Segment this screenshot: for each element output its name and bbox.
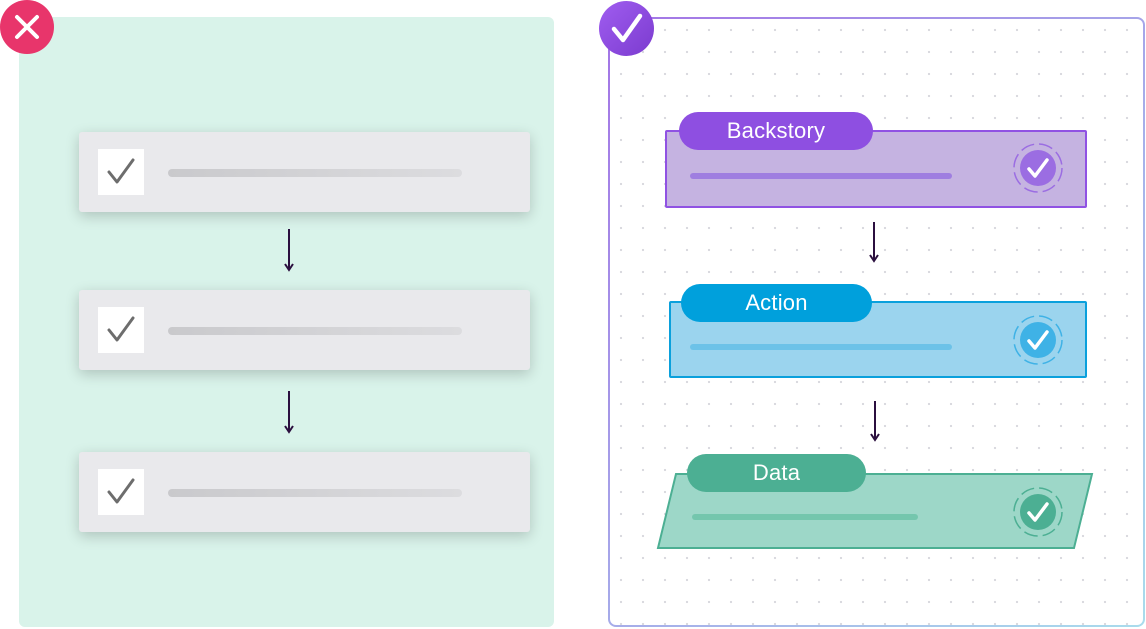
placeholder-text-line bbox=[168, 169, 462, 177]
arrow-down-icon bbox=[869, 222, 879, 263]
placeholder-text-line bbox=[692, 514, 918, 520]
placeholder-text-line bbox=[168, 327, 462, 335]
placeholder-text-line bbox=[168, 489, 462, 497]
action-label: Action bbox=[681, 284, 872, 322]
correct-badge bbox=[599, 1, 654, 56]
backstory-label: Backstory bbox=[679, 112, 873, 150]
data-step-box bbox=[656, 473, 1094, 549]
checkbox bbox=[98, 307, 144, 353]
check-circle-icon bbox=[1013, 143, 1063, 193]
checkmark-icon bbox=[107, 316, 135, 342]
incorrect-badge bbox=[0, 0, 54, 54]
check-circle-icon bbox=[1013, 487, 1063, 537]
placeholder-text-line bbox=[690, 173, 952, 179]
checkmark-icon bbox=[107, 158, 135, 184]
bad-example-panel bbox=[19, 17, 554, 627]
data-label: Data bbox=[687, 454, 866, 492]
arrow-down-icon bbox=[870, 401, 880, 442]
arrow-down-icon bbox=[284, 391, 294, 434]
check-circle-icon bbox=[1013, 315, 1063, 365]
close-icon bbox=[15, 15, 39, 39]
checkbox bbox=[98, 149, 144, 195]
checkmark-icon bbox=[107, 478, 135, 504]
checkmark-icon bbox=[611, 13, 643, 43]
checkbox bbox=[98, 469, 144, 515]
generic-card bbox=[79, 452, 530, 532]
placeholder-text-line bbox=[690, 344, 952, 350]
arrow-down-icon bbox=[284, 229, 294, 272]
generic-card bbox=[79, 290, 530, 370]
backstory-step-box bbox=[665, 130, 1087, 208]
generic-card bbox=[79, 132, 530, 212]
